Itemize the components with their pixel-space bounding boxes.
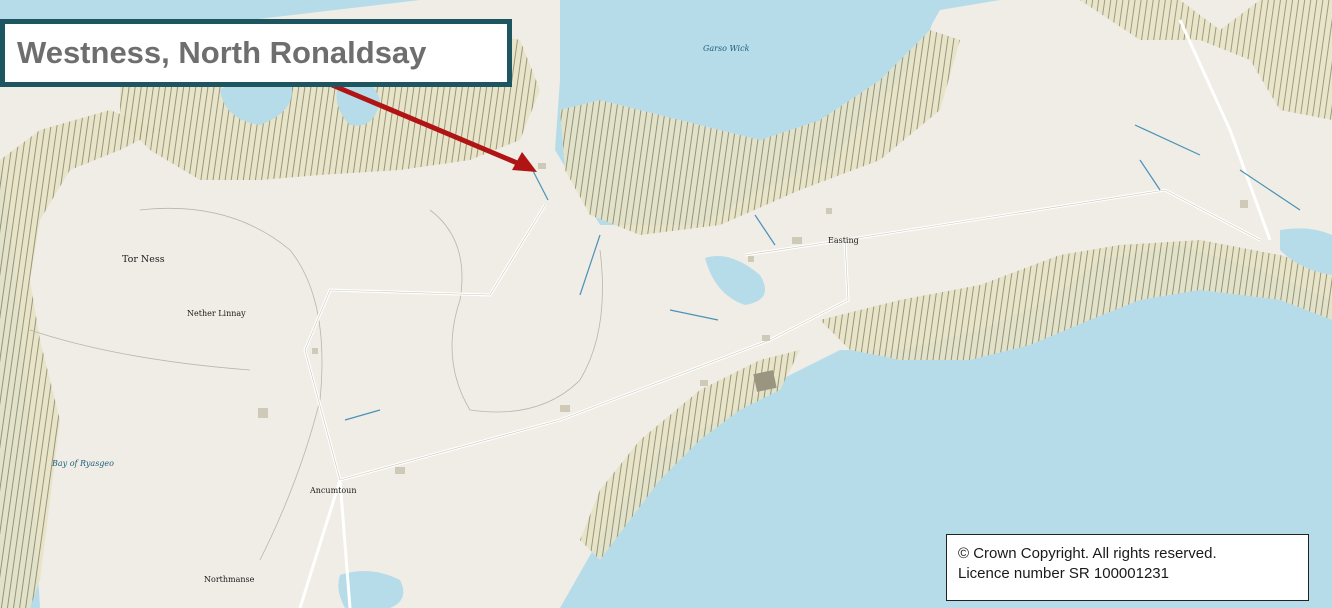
label-tor-ness: Tor Ness: [122, 254, 165, 265]
east-shore-rocks: [820, 240, 1332, 360]
label-bay-of-ryasgeo: Bay of Ryasgeo: [51, 459, 114, 468]
south-shore-rocks: [580, 350, 800, 560]
southeast-sea: [560, 290, 1332, 608]
buildings: [258, 163, 1248, 474]
west-shore-rocks: [0, 110, 160, 608]
label-garso-wick: Garso Wick: [703, 44, 750, 53]
loch-east: [1280, 228, 1332, 275]
map-title: Westness, North Ronaldsay: [17, 35, 427, 70]
farm-compound: [753, 370, 777, 392]
label-easting: Easting: [828, 236, 859, 245]
loch-central: [705, 256, 765, 305]
label-northmanse: Northmanse: [204, 575, 255, 584]
garso-shore-rocks: [560, 30, 960, 235]
arrow-icon: [331, 82, 537, 172]
licence-line: Licence number SR 100001231: [958, 565, 1169, 582]
streams: [344, 124, 1301, 421]
title-banner: Westness, North Ronaldsay: [0, 19, 512, 87]
northeast-shore-rocks: [1080, 0, 1332, 120]
garso-wick-bay: [560, 0, 940, 140]
label-ancumtoun: Ancumtoun: [309, 486, 356, 495]
copyright-notice: © Crown Copyright. All rights reserved. …: [946, 534, 1309, 601]
loch-south: [338, 571, 404, 608]
label-nether-linnay: Nether Linnay: [187, 309, 246, 318]
copyright-line: © Crown Copyright. All rights reserved.: [958, 545, 1217, 562]
